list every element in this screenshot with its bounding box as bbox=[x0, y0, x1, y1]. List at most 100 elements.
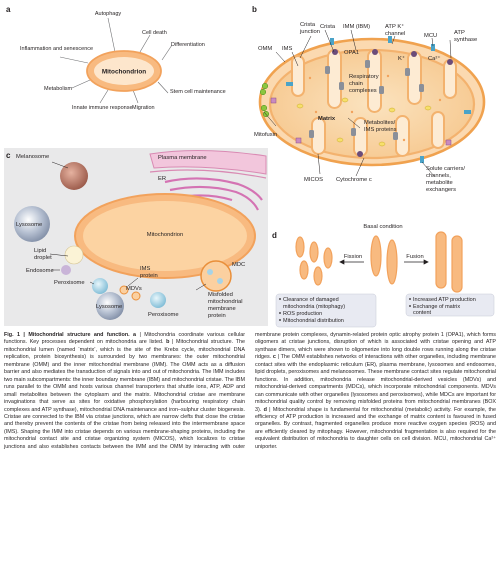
label-opa1: OPA1 bbox=[344, 50, 359, 56]
panel-b: b bbox=[252, 5, 486, 193]
peroxisome-left bbox=[92, 278, 108, 294]
label-ims: IMS bbox=[282, 46, 292, 52]
caption-part-d-label: d bbox=[263, 406, 267, 413]
plasma-membrane bbox=[149, 149, 267, 175]
label-plasma-membrane: Plasma membrane bbox=[158, 155, 207, 161]
caption-part-d: | Mitochondrial shape is fundamental for… bbox=[255, 406, 496, 450]
label-k: K⁺ bbox=[398, 55, 405, 62]
label-fission: Fission bbox=[344, 254, 362, 260]
panel-a: a Mitochondrion Autophagy Cell death Dif… bbox=[6, 5, 226, 111]
peroxisome-bottom bbox=[150, 292, 166, 308]
caption-part-c-label: c bbox=[272, 354, 276, 361]
svg-text:channels,: channels, bbox=[426, 173, 451, 179]
svg-text:complexes: complexes bbox=[349, 88, 377, 94]
panel-a-fn-cell-death: Cell death bbox=[142, 30, 167, 36]
panel-a-letter: a bbox=[6, 5, 11, 14]
lysosome-left bbox=[14, 206, 50, 242]
label-peroxisome-2: Peroxisome bbox=[148, 312, 179, 318]
cristae bbox=[291, 49, 457, 157]
caption-part-a: | Mitochondria coordinate various cellul… bbox=[4, 332, 246, 346]
panel-a-fn-innate-immune: Innate immune response bbox=[72, 105, 133, 111]
label-metabolites: Metabolites/ bbox=[364, 120, 396, 126]
svg-text:metabolite: metabolite bbox=[426, 180, 453, 186]
panel-a-fn-differentiation: Differentiation bbox=[171, 42, 205, 48]
figure-caption: Fig. 1 | Mitochondrial structure and fun… bbox=[4, 332, 496, 451]
svg-text:synthase: synthase bbox=[454, 37, 477, 43]
label-basal-condition: Basal condition bbox=[363, 224, 402, 230]
label-melanosome: Melanosome bbox=[16, 154, 49, 160]
fused-mitochondria bbox=[435, 231, 463, 293]
label-matrix: Matrix bbox=[318, 116, 336, 122]
label-mdc: MDC bbox=[232, 262, 245, 268]
svg-text:junction: junction bbox=[299, 29, 320, 35]
svg-text:membrane: membrane bbox=[208, 306, 236, 312]
caption-title: Mitochondrial structure and function. bbox=[28, 332, 130, 338]
respiratory-chain-complexes bbox=[309, 60, 424, 140]
fission-outcomes-box bbox=[275, 293, 377, 328]
fission-outcome-1: Clearance of damaged bbox=[283, 297, 339, 303]
mdvs bbox=[119, 285, 141, 301]
label-cytochrome-c: Cytochrome c bbox=[336, 177, 372, 183]
label-fusion: Fusion bbox=[406, 254, 423, 260]
label-lipid-droplet: Lipid bbox=[34, 248, 46, 254]
label-er: ER bbox=[158, 176, 166, 182]
basal-mitochondria bbox=[370, 235, 398, 285]
svg-text:channel: channel bbox=[385, 31, 405, 37]
fusion-outcomes-box bbox=[405, 293, 495, 317]
label-imm: IMM (IBM) bbox=[343, 24, 370, 30]
fusion-outcome-1: Increased ATP production bbox=[413, 297, 476, 303]
label-peroxisome: Peroxisome bbox=[54, 280, 85, 286]
endosome bbox=[61, 265, 71, 275]
figure-illustration: a Mitochondrion Autophagy Cell death Dif… bbox=[4, 5, 495, 328]
svg-text:protein: protein bbox=[208, 313, 226, 319]
svg-text:mitochondrial: mitochondrial bbox=[208, 299, 242, 305]
caption-part-b: | Mitochondrial structure. The mitochond… bbox=[4, 332, 496, 450]
fission-outcome-1b: mitochondria (mitophagy) bbox=[283, 304, 345, 310]
panel-b-letter: b bbox=[252, 5, 257, 14]
label-atp-k-channel: ATP K⁺ bbox=[385, 23, 404, 30]
svg-text:droplet: droplet bbox=[34, 255, 52, 261]
fragmented-mitochondria bbox=[295, 236, 333, 286]
label-misfolded: Misfolded bbox=[208, 292, 233, 298]
caption-part-b-label: b bbox=[166, 339, 170, 346]
lysosome-bottom bbox=[96, 292, 124, 320]
fusion-outcome-2: Exchange of matrix bbox=[413, 304, 460, 310]
label-lysosome-2: Lysosome bbox=[96, 304, 122, 310]
melanosome bbox=[60, 162, 88, 190]
label-solute-carriers: Solute carriers/ bbox=[426, 166, 465, 172]
lipid-droplet bbox=[64, 245, 84, 265]
label-mitofusin: Mitofusin bbox=[254, 132, 277, 138]
label-atp-synthase: ATP bbox=[454, 30, 465, 36]
label-lysosome: Lysosome bbox=[16, 222, 42, 228]
label-crista: Crista bbox=[320, 24, 336, 30]
panel-a-fn-stem-cell: Stem cell maintenance bbox=[170, 89, 226, 95]
label-ims-protein: IMS bbox=[140, 266, 150, 272]
svg-text:IMS proteins: IMS proteins bbox=[364, 127, 397, 133]
svg-text:chain: chain bbox=[349, 81, 363, 87]
caption-part-c: | The OMM establishes networks of intera… bbox=[255, 354, 497, 413]
label-mcu: MCU bbox=[424, 33, 437, 39]
panel-a-fn-metabolism: Metabolism bbox=[44, 86, 73, 92]
caption-fig-label: Fig. 1 | bbox=[4, 332, 25, 338]
label-ca: Ca²⁺ bbox=[428, 55, 440, 62]
panel-c: c bbox=[4, 148, 268, 326]
label-respiratory-chain: Respiratory bbox=[349, 74, 379, 80]
panel-a-center-label: Mitochondrion bbox=[102, 69, 146, 76]
panel-a-fn-migration: Migration bbox=[132, 105, 155, 111]
svg-text:exchangers: exchangers bbox=[426, 187, 456, 193]
panel-d-letter: d bbox=[272, 231, 277, 240]
caption-part-a-label: a bbox=[133, 332, 137, 338]
label-endosome: Endosome bbox=[26, 268, 54, 274]
label-mdvs: MDVs bbox=[126, 286, 142, 292]
fission-outcome-2: ROS production bbox=[283, 311, 322, 317]
fission-outcome-3: Mitochondrial distribution bbox=[283, 318, 344, 324]
label-omm: OMM bbox=[258, 46, 272, 52]
label-crista-junction: Crista bbox=[300, 22, 316, 28]
mdc bbox=[200, 260, 232, 292]
fusion-outcome-2b: content bbox=[413, 310, 432, 316]
panel-c-letter: c bbox=[6, 151, 11, 160]
label-micos: MICOS bbox=[304, 177, 323, 183]
panel-d: d Basal condition Fission Fusion bbox=[272, 224, 495, 328]
atp-synthase-complexes bbox=[332, 49, 453, 157]
panel-a-fn-autophagy: Autophagy bbox=[95, 11, 122, 17]
